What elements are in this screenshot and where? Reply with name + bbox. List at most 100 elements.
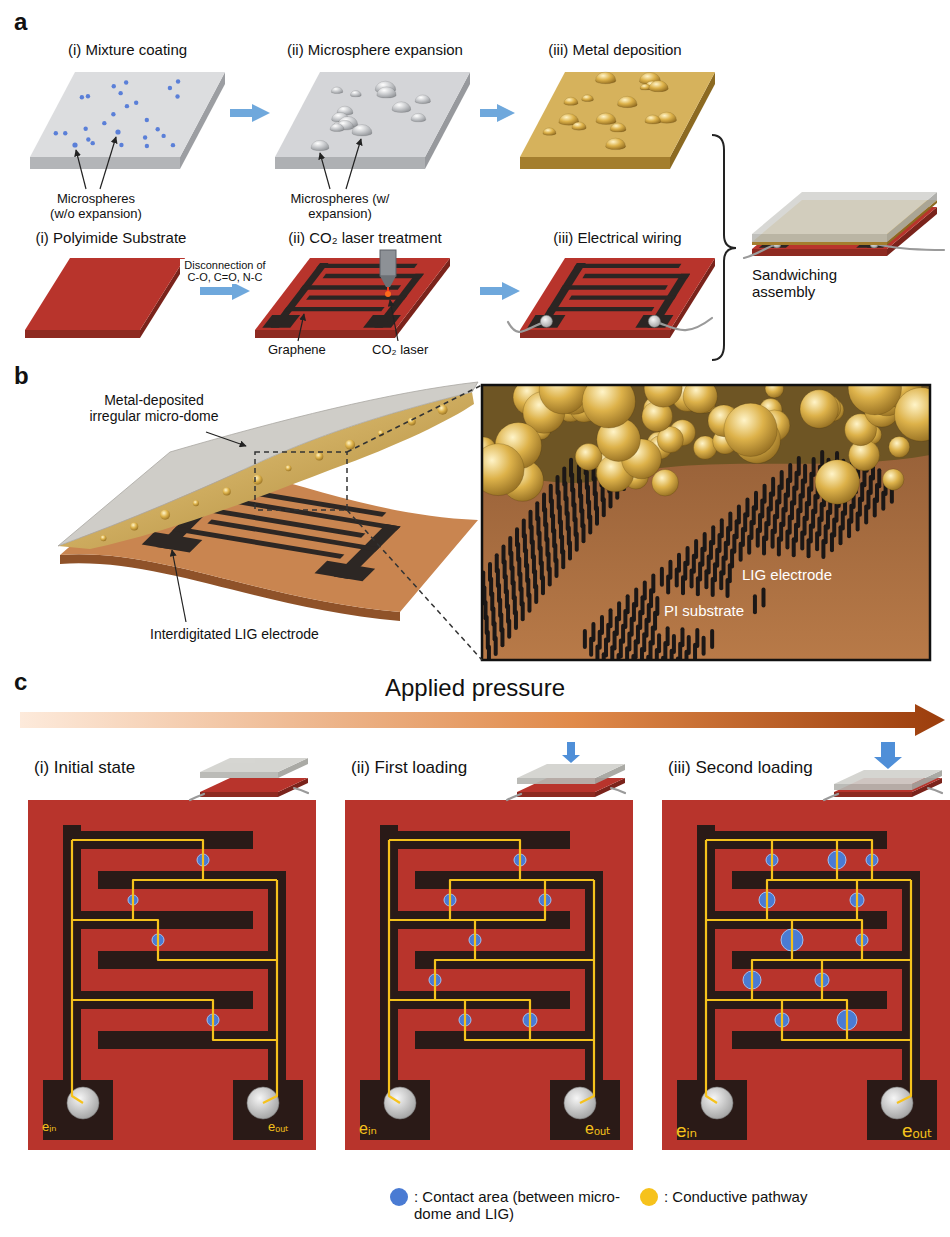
step-title: (ii) First loading xyxy=(351,758,467,778)
legend-entry: : Conductive pathway xyxy=(640,1188,807,1206)
zoom-line xyxy=(347,385,482,452)
panel-letter: b xyxy=(14,362,29,390)
interdigitated-electrode xyxy=(527,263,706,328)
microsphere xyxy=(111,112,115,116)
graphene-pillar xyxy=(494,636,498,656)
graphene-pillar xyxy=(575,532,579,552)
conductive-pathway xyxy=(706,880,911,920)
metal-layer xyxy=(520,72,715,169)
conductive-pathway xyxy=(263,880,277,1103)
part-label: Microspheres (w/o expansion) xyxy=(44,192,148,222)
lead-wire xyxy=(611,788,625,793)
graphene-pillar xyxy=(500,627,504,647)
inset-ground xyxy=(482,385,930,660)
pressure-arrow xyxy=(20,704,945,736)
polyimide-square xyxy=(345,800,633,1150)
conductive-pathway xyxy=(72,920,277,960)
micro-dome xyxy=(644,385,682,407)
step-title: (iii) Second loading xyxy=(668,758,813,778)
conductive-pathway xyxy=(706,840,911,880)
micro-dome xyxy=(130,523,138,531)
process-arrow xyxy=(200,287,250,295)
dome-sheet-underside xyxy=(58,392,474,549)
slab-top xyxy=(200,758,308,772)
graphene-pillar xyxy=(761,587,765,607)
icon-base xyxy=(200,778,308,797)
step-panel: (ii) CO₂ laser treatment xyxy=(250,226,480,356)
microsphere xyxy=(175,94,179,98)
conductive-pathway xyxy=(389,920,594,960)
microsphere xyxy=(102,121,106,125)
micro-dome xyxy=(617,96,637,107)
graphene-pillar xyxy=(756,528,760,548)
legend-swatch xyxy=(640,1188,658,1206)
graphene-pillar xyxy=(710,629,714,649)
graphene-pillar xyxy=(521,601,525,621)
slab-front xyxy=(752,234,887,242)
panel-letter: a xyxy=(14,8,27,36)
electrode-strip xyxy=(582,274,690,278)
slab-front xyxy=(25,330,140,338)
wire-pad xyxy=(648,315,660,327)
conductive-pathway xyxy=(706,840,911,880)
micro-dome xyxy=(315,453,323,461)
micro-dome xyxy=(193,500,199,506)
micro-dome xyxy=(100,535,106,541)
icon-top xyxy=(200,758,308,778)
microsphere xyxy=(134,100,138,104)
terminal-label: eᵢₙ xyxy=(42,1120,56,1135)
slab-top xyxy=(25,258,185,330)
graphene-pillar xyxy=(610,645,614,660)
graphene-pillar xyxy=(548,567,552,587)
microsphere xyxy=(125,104,129,108)
electrode-strip xyxy=(374,274,424,328)
lead-wire xyxy=(744,244,777,258)
micro-dome xyxy=(652,469,679,496)
graphene-pillar xyxy=(696,576,700,596)
graphene-pillar xyxy=(561,549,565,569)
conductive-pathway xyxy=(72,880,277,920)
leader-line xyxy=(298,314,304,341)
step-title: (i) Initial state xyxy=(34,758,135,778)
electrode-top-view xyxy=(662,800,950,1150)
slab-front xyxy=(520,157,670,169)
micro-dome xyxy=(724,403,777,456)
panel-c-art xyxy=(28,742,950,1150)
micro-dome xyxy=(595,72,615,84)
process-arrow xyxy=(480,287,520,295)
slab-front xyxy=(255,330,395,338)
graphene-pillar xyxy=(541,575,545,595)
axis-label: Applied pressure xyxy=(325,674,625,702)
polyimide-layer xyxy=(25,258,185,338)
micro-dome xyxy=(377,87,396,98)
edge-label: Disconnection of C-O, C=O, N-C xyxy=(180,259,270,284)
part-label: Metal-deposited irregular micro-dome xyxy=(78,392,230,424)
micro-dome xyxy=(311,140,329,150)
electrode-strip xyxy=(228,498,400,530)
step-title: (ii) CO₂ laser treatment xyxy=(288,229,441,247)
electrode-top-view xyxy=(345,800,633,1150)
lead-wire xyxy=(654,318,712,330)
leader-line xyxy=(346,139,361,189)
step-label: Sandwiching assembly xyxy=(752,266,872,301)
graphene-pillar xyxy=(507,619,511,639)
electrode-strip xyxy=(547,307,655,311)
zoom-line xyxy=(347,510,482,660)
conductive-pathway xyxy=(580,880,594,1103)
step-panel: (i) Initial state xyxy=(28,755,316,1150)
leader-line xyxy=(206,432,246,446)
lig-electrode xyxy=(233,1080,303,1140)
graphene-pillar xyxy=(711,577,715,597)
assembly-top xyxy=(752,192,937,242)
terminal-label: eₒᵤₜ xyxy=(902,1120,933,1142)
graphene-pillar xyxy=(807,538,811,558)
step-panel: (iii) Second loading xyxy=(662,755,950,1150)
lead-wire xyxy=(294,788,308,793)
lig-electrode xyxy=(360,1080,430,1140)
bracket xyxy=(712,135,736,360)
slab-front xyxy=(834,784,912,790)
conductive-pathway xyxy=(706,920,911,960)
microsphere xyxy=(143,135,147,139)
